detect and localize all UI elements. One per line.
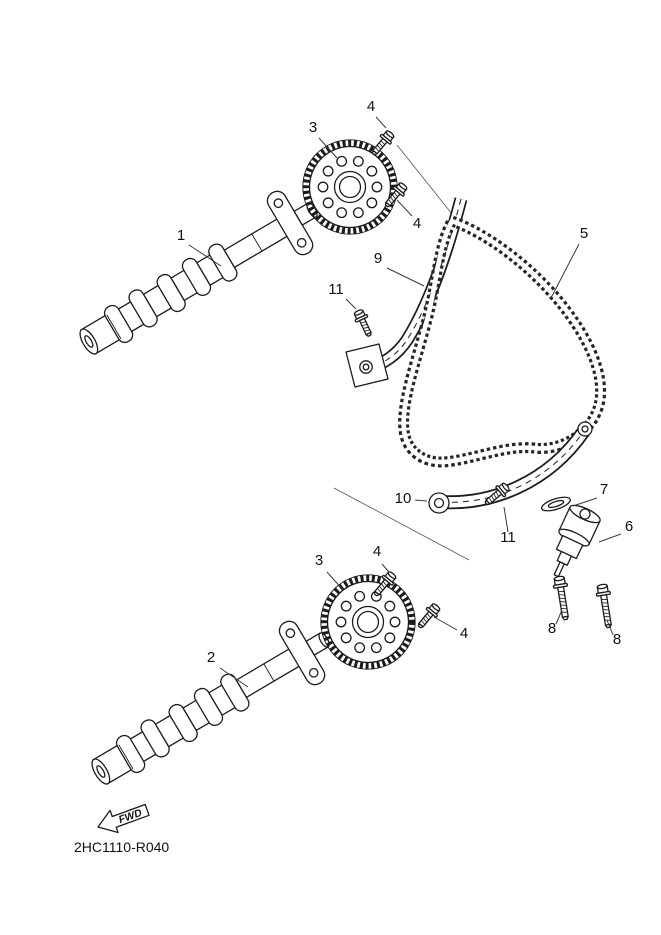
callout-leader-6 xyxy=(598,533,622,543)
callout-leader-4 xyxy=(433,616,458,631)
cam-chain xyxy=(398,214,607,468)
callout-label-4: 4 xyxy=(413,215,421,232)
assembly-reference-lines xyxy=(333,144,470,561)
callout-label-3: 3 xyxy=(315,552,323,569)
chain-guide xyxy=(345,197,468,388)
tensioner-bolt-1 xyxy=(551,574,574,622)
callout-leader-1 xyxy=(188,244,222,267)
callout-leader-4 xyxy=(381,563,390,573)
callout-label-4: 4 xyxy=(460,625,468,642)
callout-leader-11 xyxy=(503,506,509,533)
callout-label-11: 11 xyxy=(500,529,516,546)
camshaft-1 xyxy=(65,177,334,376)
callout-leader-5 xyxy=(550,243,580,299)
callout-leader-2 xyxy=(219,667,249,688)
callout-leader-4 xyxy=(396,199,413,217)
callout-label-6: 6 xyxy=(625,518,633,535)
fwd-arrow: FWD xyxy=(97,803,150,834)
part-number: 2HC1110-R040 xyxy=(74,839,169,855)
tensioner-bolt-2 xyxy=(594,582,617,630)
callout-leader-8 xyxy=(555,609,563,625)
callout-leader-7 xyxy=(572,497,598,507)
callout-label-7: 7 xyxy=(600,481,608,498)
callout-leader-3 xyxy=(318,137,338,159)
fwd-arrow-label: FWD xyxy=(117,807,144,827)
guide-pivot-bolt xyxy=(351,307,377,340)
callout-leader-10 xyxy=(414,499,428,502)
callout-label-5: 5 xyxy=(580,225,588,242)
camshaft-2 xyxy=(77,607,346,806)
chain-damper xyxy=(428,421,593,514)
callout-leader-8 xyxy=(606,619,614,636)
callout-leader-11 xyxy=(345,298,357,310)
tensioner-gasket xyxy=(540,496,572,512)
callout-label-8: 8 xyxy=(548,620,556,637)
callout-label-10: 10 xyxy=(395,490,412,507)
sprocket-bolt-4 xyxy=(413,600,443,632)
chain-tensioner xyxy=(553,504,601,578)
callout-leader-9 xyxy=(386,267,425,287)
cam-sprocket-2 xyxy=(321,575,415,669)
callout-label-3: 3 xyxy=(309,119,317,136)
callout-leader-3 xyxy=(326,571,344,591)
callout-label-4: 4 xyxy=(367,98,375,115)
callout-label-2: 2 xyxy=(207,649,215,666)
callouts-layer: 1 3 4 4 9 11 5 10 11 7 6 8 8 3 4 4 2 xyxy=(177,98,633,688)
callout-label-11: 11 xyxy=(328,281,344,298)
callout-label-8: 8 xyxy=(613,631,621,648)
callout-leader-4 xyxy=(375,116,387,129)
cam-sprocket-1 xyxy=(303,140,397,234)
callout-label-4: 4 xyxy=(373,543,381,560)
callout-label-9: 9 xyxy=(374,250,382,267)
callout-label-1: 1 xyxy=(177,227,185,244)
